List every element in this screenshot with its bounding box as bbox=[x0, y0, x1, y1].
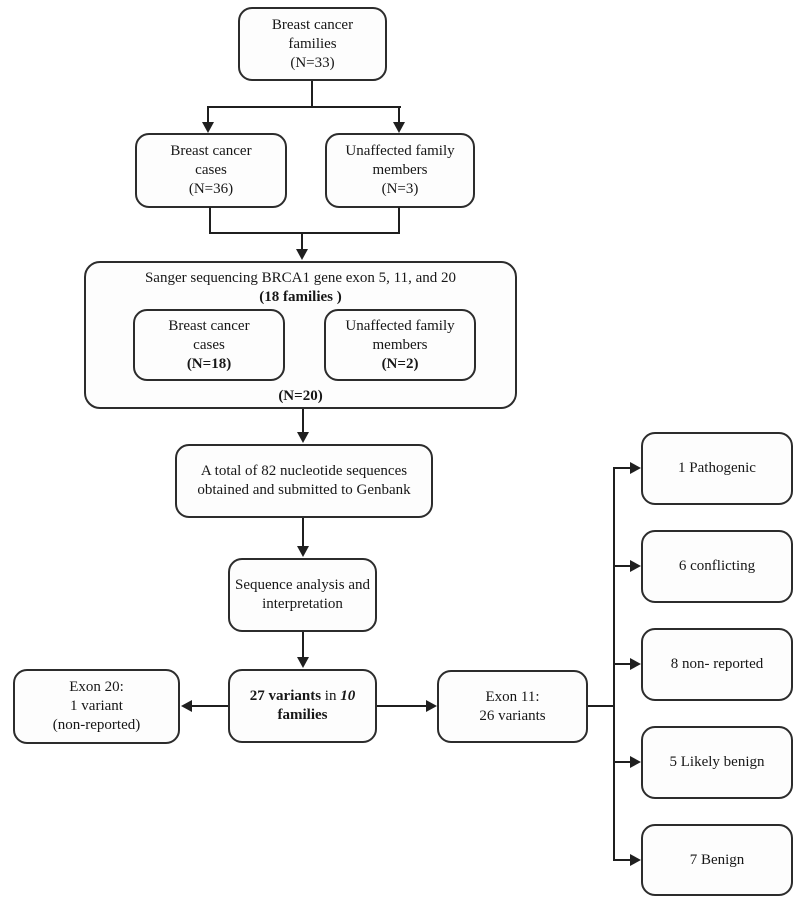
connector-branch-pathogenic bbox=[613, 467, 631, 469]
node-text-line: 6 conflicting bbox=[678, 558, 756, 574]
node-exon-20: Exon 20: 1 variant (non-reported) bbox=[13, 669, 180, 744]
connector-variants-exon11 bbox=[377, 705, 427, 707]
node-text-line: Sequence analysis and bbox=[235, 577, 370, 593]
node-text-line: (N=33) bbox=[290, 54, 335, 71]
node-outcome-pathogenic: 1 Pathogenic bbox=[641, 432, 793, 505]
node-text-line: obtained and submitted to Genbank bbox=[197, 482, 411, 498]
arrowhead-to-unaffected3 bbox=[393, 122, 405, 133]
node-text-line: Unaffected family bbox=[345, 143, 455, 159]
node-text-line: 7 Benign bbox=[689, 851, 745, 868]
node-text-line: 1 Pathogenic bbox=[678, 460, 756, 476]
node-text-line: interpretation bbox=[262, 596, 343, 612]
arrowhead-to-conflicting bbox=[630, 560, 641, 572]
node-text-line: members bbox=[372, 336, 428, 353]
connector-branch-conflicting bbox=[613, 565, 631, 567]
node-text-line: Exon 20: bbox=[69, 679, 124, 695]
connector-branch-likely-benign bbox=[613, 761, 631, 763]
arrowhead-to-sanger bbox=[296, 249, 308, 260]
arrowhead-to-exon20 bbox=[181, 700, 192, 712]
node-text-line: 27 variants in 10 bbox=[250, 687, 355, 706]
node-text-line: (N=3) bbox=[381, 181, 419, 197]
node-text-line: 26 variants bbox=[479, 707, 546, 724]
connector-sanger-genbank bbox=[302, 409, 304, 433]
node-text-line: 1 variant bbox=[70, 698, 123, 714]
sanger-total-count: (N=20) bbox=[278, 388, 323, 404]
node-text-line: cases bbox=[195, 162, 227, 178]
node-count-bold: (N=2) bbox=[381, 355, 419, 372]
arrowhead-to-pathogenic bbox=[630, 462, 641, 474]
connector-cases36-down bbox=[209, 207, 211, 234]
sanger-families-count: (18 families ) bbox=[259, 289, 342, 305]
node-breast-cancer-families: Breast cancer families (N=33) bbox=[238, 7, 387, 81]
arrowhead-to-likely-benign bbox=[630, 756, 641, 768]
node-sequence-analysis: Sequence analysis and interpretation bbox=[228, 558, 377, 632]
node-text-line: 5 Likely benign bbox=[669, 754, 765, 770]
node-text-line: A total of 82 nucleotide sequences bbox=[200, 463, 408, 479]
connector-families-down bbox=[311, 81, 313, 108]
node-outcome-likely-benign: 5 Likely benign bbox=[641, 726, 793, 799]
node-breast-cancer-cases-18: Breast cancer cases (N=18) bbox=[133, 309, 285, 381]
connector-split-horizontal bbox=[207, 106, 401, 108]
node-text-line: families bbox=[277, 707, 328, 723]
connector-branch-benign bbox=[613, 859, 631, 861]
arrowhead-to-genbank bbox=[297, 432, 309, 443]
node-outcome-conflicting: 6 conflicting bbox=[641, 530, 793, 603]
connector-unaffected3-down bbox=[398, 207, 400, 234]
node-text-line: (non-reported) bbox=[52, 717, 141, 733]
variants-mid-text: in bbox=[321, 688, 341, 704]
node-text-line: (N=36) bbox=[188, 181, 234, 197]
variants-count-bold: 27 variants bbox=[249, 688, 322, 704]
node-sanger-sequencing-container: Sanger sequencing BRCA1 gene exon 5, 11,… bbox=[84, 261, 517, 409]
node-unaffected-members-3: Unaffected family members (N=3) bbox=[325, 133, 475, 208]
arrowhead-to-analysis bbox=[297, 546, 309, 557]
arrowhead-to-non-reported bbox=[630, 658, 641, 670]
connector-analysis-variants bbox=[302, 632, 304, 658]
connector-genbank-analysis bbox=[302, 518, 304, 547]
arrowhead-to-cases36 bbox=[202, 122, 214, 133]
node-outcome-non-reported: 8 non- reported bbox=[641, 628, 793, 701]
node-outcome-benign: 7 Benign bbox=[641, 824, 793, 896]
connector-join-horizontal bbox=[209, 232, 400, 234]
node-text-line: Breast cancer bbox=[170, 143, 252, 159]
arrowhead-to-benign bbox=[630, 854, 641, 866]
arrowhead-to-variants bbox=[297, 657, 309, 668]
node-text-line: Breast cancer bbox=[168, 317, 250, 334]
node-text-line: 8 non- reported bbox=[670, 656, 764, 672]
node-text-line: Exon 11: bbox=[485, 688, 540, 705]
node-breast-cancer-cases-36: Breast cancer cases (N=36) bbox=[135, 133, 287, 208]
connector-split-right-down bbox=[398, 106, 400, 123]
node-text-line: cases bbox=[193, 336, 225, 353]
node-count-bold: (N=18) bbox=[186, 355, 232, 372]
node-unaffected-members-2: Unaffected family members (N=2) bbox=[324, 309, 476, 381]
arrowhead-to-exon11 bbox=[426, 700, 437, 712]
node-exon-11: Exon 11: 26 variants bbox=[437, 670, 588, 743]
variants-families-count-italic: 10 bbox=[340, 688, 356, 704]
node-27-variants: 27 variants in 10 families bbox=[228, 669, 377, 743]
connector-split-left-down bbox=[207, 106, 209, 123]
connector-branch-non-reported bbox=[613, 663, 631, 665]
node-genbank-sequences: A total of 82 nucleotide sequences obtai… bbox=[175, 444, 433, 518]
connector-join-down bbox=[301, 232, 303, 250]
connector-exon11-trunk bbox=[588, 705, 615, 707]
sanger-title: Sanger sequencing BRCA1 gene exon 5, 11,… bbox=[144, 270, 457, 286]
connector-variants-exon20 bbox=[192, 705, 228, 707]
node-text-line: members bbox=[372, 162, 428, 178]
node-text-line: Breast cancer bbox=[271, 16, 354, 33]
node-text-line: Unaffected family bbox=[345, 317, 455, 334]
node-text-line: families bbox=[288, 35, 337, 52]
